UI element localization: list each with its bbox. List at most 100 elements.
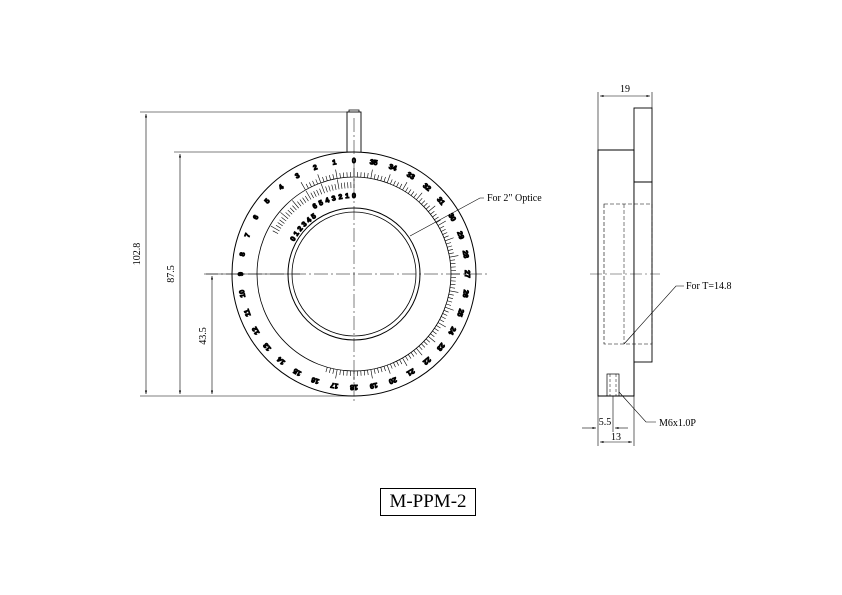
scale-tick [441,316,446,319]
scale-tick [373,368,376,374]
vernier-number: 5 [310,213,317,221]
scale-tick [416,348,423,356]
vernier-tick [337,179,340,190]
vernier-tick [305,190,312,200]
scale-tick [441,229,446,232]
vernier-tick [285,212,291,217]
model-label: M-PPM-2 [380,488,476,516]
vernier-number: 2 [338,194,343,202]
scale-number: 35 [369,159,378,167]
vernier-tick [275,224,282,229]
vernier-number: 1 [293,230,301,237]
vernier-tick [340,182,343,189]
vernier-tick [272,230,279,234]
scale-tick [428,336,436,343]
dim-ring-height: 87.5 [166,265,177,283]
vernier-tick [316,189,320,196]
scale-tick [329,174,331,180]
vernier-tick [313,191,317,197]
side-dimensions [582,92,684,446]
scale-number: 3 [294,172,301,180]
scale-tick [448,252,454,255]
scale-number: 33 [405,171,415,181]
vernier-number: 3 [301,221,309,229]
scale-number: 6 [252,214,260,221]
scale-tick [370,169,373,179]
scale-tick [436,219,441,223]
scale-tick [325,175,328,181]
dim-center-height: 43.5 [198,327,209,345]
scale-tick [339,370,341,376]
scale-tick [421,343,426,348]
scale-tick [363,172,365,178]
scale-tick [413,193,418,198]
optic-label: For 2" Optice [487,193,542,204]
vernier-tick [319,188,323,195]
scale-number: 11 [244,308,253,317]
scale-tick [436,325,441,329]
scale-number: 16 [311,375,321,384]
scale-tick [300,182,306,191]
scale-tick [425,205,431,210]
scale-tick [445,306,454,311]
vernier-tick [331,184,334,191]
vernier-tick [280,212,289,219]
vernier-tick [279,219,285,224]
scale-number: 14 [276,355,287,365]
scale-number: 2 [312,164,318,172]
scale-tick [322,176,325,182]
post-tip [348,109,360,112]
scale-tick [380,367,383,373]
scale-tick [305,183,309,189]
scale-tick [418,197,423,203]
vernier-tick [328,185,331,192]
side-view [590,107,660,397]
scale-tick [325,367,328,373]
scale-tick [428,205,436,212]
scale-number: 15 [292,367,302,377]
scale-number: 26 [461,289,469,298]
scale-tick [367,172,369,178]
thickness-label: For T=14.8 [686,281,731,292]
scale-tick [418,345,423,351]
scale-number: 24 [447,325,457,335]
scale-number: 7 [244,232,252,238]
scale-tick [450,263,456,265]
scale-number: 4 [278,184,286,192]
vernier-tick [289,207,295,213]
scale-number: 21 [405,367,415,377]
vernier-tick [287,209,293,215]
scale-tick [434,216,439,221]
scale-tick [335,169,338,179]
scale-tick [407,189,412,194]
dim-thickness: 19 [620,84,630,95]
scale-tick [315,179,318,185]
scale-tick [416,192,423,200]
vernier-tick [270,225,280,232]
scale-tick [343,172,345,178]
scale-tick [317,174,322,183]
outer-scale-ticks [300,168,460,380]
front-dimensions [140,111,354,397]
scale-tick [373,174,376,180]
scale-tick [332,368,335,374]
scale-number: 34 [388,164,398,173]
scale-tick [405,356,409,361]
scale-number: 30 [447,213,457,223]
scale-tick [335,369,338,379]
scale-tick [383,176,386,182]
scale-tick [402,357,408,366]
scale-tick [410,352,415,357]
scale-number: 28 [461,250,469,259]
vernier-number: 3 [331,195,337,203]
scale-tick [390,179,393,185]
scale-tick [439,319,445,323]
scale-number: 29 [455,231,464,241]
scale-tick [423,202,428,207]
scale-tick [399,359,403,365]
scale-tick [449,290,459,293]
scale-tick [407,354,412,359]
scale-tick [447,300,453,303]
vernier-number: 6 [312,203,319,211]
